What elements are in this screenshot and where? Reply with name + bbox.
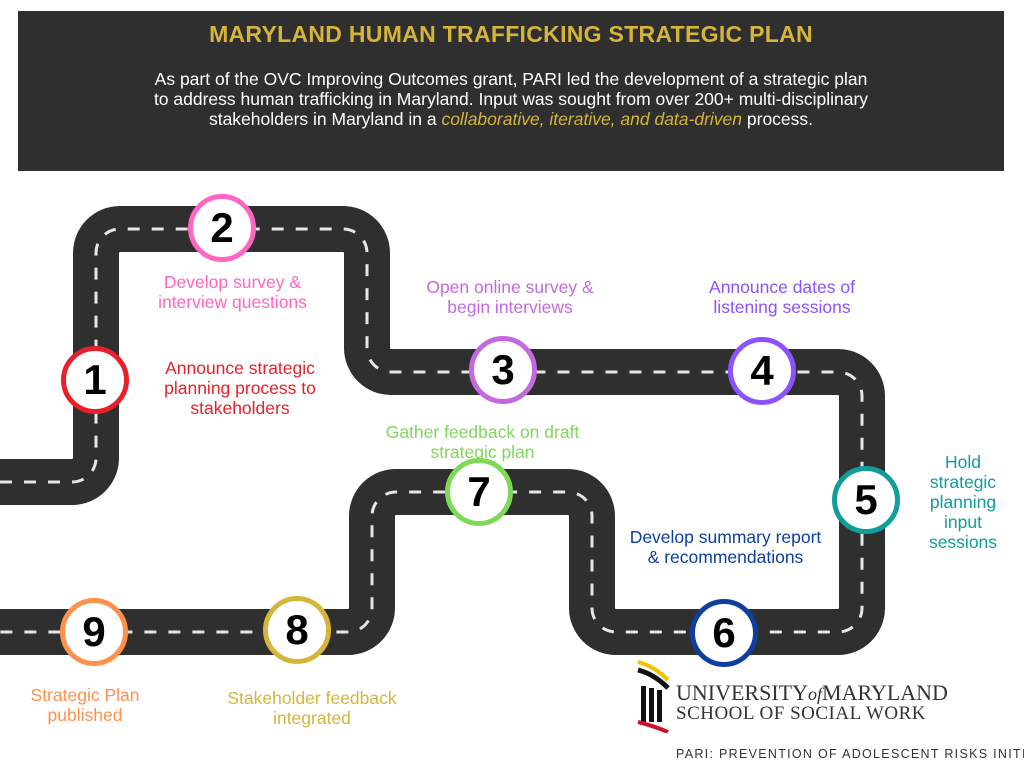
step-1-label: Announce strategic planning process to s… [164, 358, 316, 418]
step-4-label: Announce dates of listening sessions [709, 277, 855, 317]
step-3-circle: 3 [469, 336, 537, 404]
step-2-circle: 2 [188, 194, 256, 262]
step-7-label: Gather feedback on draft strategic plan [385, 422, 580, 462]
intro-text: As part of the OVC Improving Outcomes gr… [148, 69, 874, 129]
step-6-circle: 6 [690, 599, 758, 667]
intro-plain: As part of the OVC Improving Outcomes gr… [153, 69, 869, 129]
step-4-circle: 4 [728, 337, 796, 405]
step-9-circle: 9 [60, 598, 128, 666]
intro-highlight: collaborative, iterative, and data-drive… [441, 109, 743, 129]
step-5-label: Hold strategic planning input sessions [928, 452, 998, 552]
step-6-label: Develop summary report & recommendations [629, 527, 822, 567]
umd-ssw-logo: UNIVERSITYofMARYLAND SCHOOL OF SOCIAL WO… [636, 658, 948, 734]
step-8-label: Stakeholder feedback integrated [227, 688, 397, 728]
footer-text: PARI: PREVENTION OF ADOLESCENT RISKS INI… [676, 747, 1024, 761]
step-1-circle: 1 [61, 346, 129, 414]
intro-end: process. [742, 109, 814, 129]
header-banner: MARYLAND HUMAN TRAFFICKING STRATEGIC PLA… [18, 11, 1004, 171]
step-8-circle: 8 [263, 596, 331, 664]
page-title: MARYLAND HUMAN TRAFFICKING STRATEGIC PLA… [209, 21, 813, 47]
logo-columns-icon [637, 660, 670, 734]
step-5-circle: 5 [832, 466, 900, 534]
step-2-label: Develop survey & interview questions [158, 272, 307, 312]
step-9-label: Strategic Plan published [30, 685, 140, 725]
logo-line2: SCHOOL OF SOCIAL WORK [676, 703, 926, 724]
step-7-circle: 7 [445, 458, 513, 526]
step-3-label: Open online survey & begin interviews [426, 277, 594, 317]
logo-line1: UNIVERSITYofMARYLAND [676, 680, 948, 705]
